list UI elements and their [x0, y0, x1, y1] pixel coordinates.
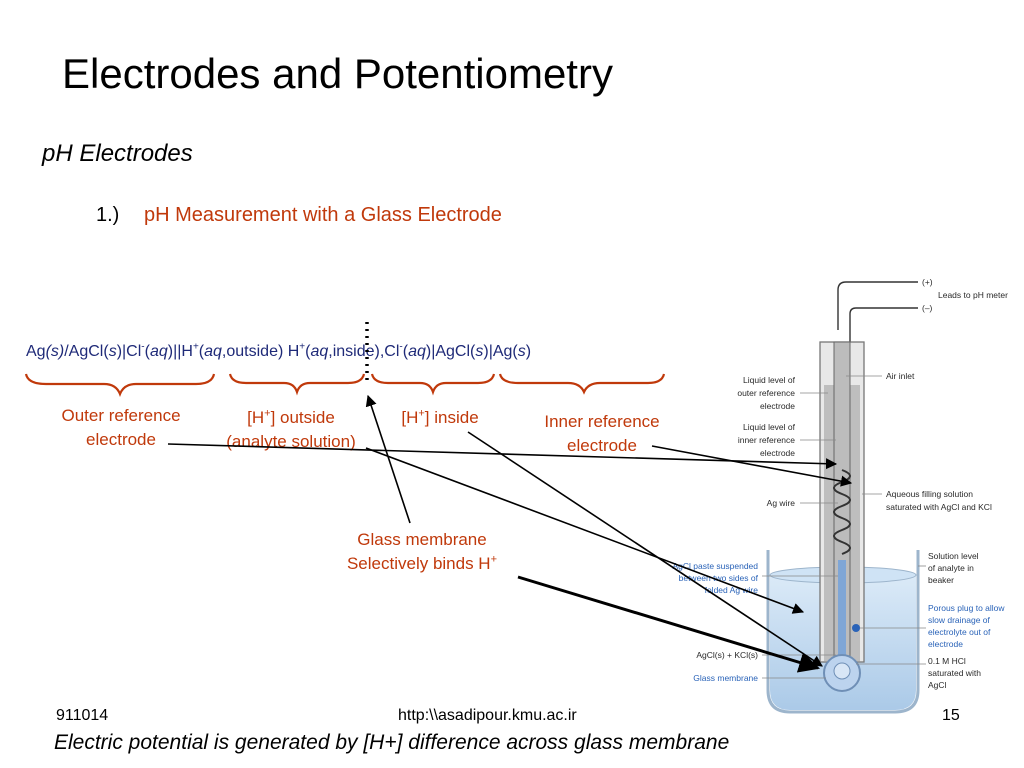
notation-part: /AgCl( [64, 343, 109, 360]
arrow-glass-up [365, 394, 411, 524]
h-inside-sup: + [418, 407, 425, 420]
liq-inner-1: Liquid level of [743, 422, 796, 432]
inner-ref-line1: Inner reference [544, 412, 660, 431]
page-number: 15 [942, 707, 960, 724]
sol-level-1: Solution level [928, 551, 979, 561]
inner-reference-label: Inner reference electrode [522, 410, 682, 458]
paste-3: folded Ag wire [705, 585, 759, 595]
notation-part: ( [144, 343, 150, 360]
notation-part: ( [402, 343, 409, 360]
notation-part: + [299, 341, 306, 353]
glass-electrode-diagram: (+) Leads to pH meter (–) Air inlet Liqu… [672, 277, 1008, 714]
h-outside-line: [H+] outside [206, 406, 376, 430]
notation-part: )|Ag( [483, 343, 518, 360]
glass-line1: Glass membrane [357, 530, 487, 549]
notation-part: (s) [45, 343, 65, 360]
notation-part: ) [525, 343, 532, 360]
minus-label: (–) [922, 303, 933, 313]
notation-part: aq [204, 343, 222, 360]
bracket-group [24, 373, 666, 397]
slide-title: Electrodes and Potentiometry [62, 50, 613, 97]
hcl-3: AgCl [928, 680, 947, 690]
footer-left: 911014 [56, 707, 109, 724]
agcl-kcl-label: AgCl(s) + KCl(s) [696, 650, 758, 660]
aqueous-1: Aqueous filling solution [886, 489, 973, 499]
liq-outer-3: electrode [760, 401, 795, 411]
notation-part: - [141, 341, 145, 353]
arrow-glass-membrane [517, 575, 821, 673]
notation-part: Ag [26, 343, 46, 360]
notation-part: aq [310, 343, 329, 360]
notation-part: ( [305, 343, 311, 360]
bracket-h-inside [370, 373, 496, 396]
outer-ref-line2: electrode [86, 430, 156, 449]
leads-label: Leads to pH meter [938, 290, 1008, 300]
liq-inner-3: electrode [760, 448, 795, 458]
hcl-2: saturated with [928, 668, 981, 678]
ag-wire-label: Ag wire [767, 498, 796, 508]
notation-part: s [108, 343, 117, 360]
h-inside-pre: [H [401, 408, 419, 427]
item-number: 1.) [96, 204, 120, 226]
bracket-inner-ref [498, 373, 666, 395]
bracket-h-outside [228, 373, 366, 396]
notation-part: s [517, 343, 526, 360]
notation-part: aq [408, 343, 426, 360]
porous-3: electrolyte out of [928, 627, 991, 637]
paste-1: AgCl paste suspended [672, 561, 758, 571]
sol-level-2: of analyte in [928, 563, 974, 573]
notation-part: )|AgCl( [425, 343, 476, 360]
item-text: pH Measurement with a Glass Electrode [144, 204, 502, 226]
notation-part: s [475, 343, 484, 360]
h-inside-post: ] inside [424, 408, 479, 427]
notation-part: ,outside) H [221, 343, 300, 360]
glass-membrane-diag-label: Glass membrane [693, 673, 758, 683]
notation-part: aq [149, 343, 168, 360]
arrow-h-inside [467, 431, 823, 667]
inner-ref-line2: electrode [567, 436, 637, 455]
h-outside-pre: [H [247, 408, 265, 427]
glass-line2: Selectively binds H+ [322, 552, 522, 576]
h-outside-sup: + [264, 407, 271, 420]
notation-part: )||H [167, 343, 193, 360]
cell-notation: Ag(s)/AgCl(s)|Cl-(aq)||H+(aq,outside) H+… [26, 341, 532, 361]
arrow-h-outside [365, 447, 805, 614]
glass-line2-pre: Selectively binds H [346, 554, 491, 573]
bottom-statement: Electric potential is generated by [H+] … [54, 731, 730, 754]
arrow-group [167, 394, 853, 673]
notation-part: - [399, 341, 403, 353]
outer-reference-label: Outer reference electrode [46, 404, 196, 452]
notation-part: )|Cl [116, 343, 142, 360]
h-outside-post: ] outside [270, 408, 335, 427]
notation-part: ( [198, 343, 205, 360]
sol-level-3: beaker [928, 575, 954, 585]
bracket-outer-ref [24, 373, 216, 397]
outer-ref-line1: Outer reference [61, 406, 181, 425]
aqueous-2: saturated with AgCl and KCl [886, 502, 992, 512]
air-inlet-label: Air inlet [886, 371, 915, 381]
arrow-inner-ref [651, 445, 853, 487]
glass-line2-sup: + [490, 553, 498, 566]
h-inside-label: [H+] inside [380, 406, 500, 430]
hcl-1: 0.1 M HCl [928, 656, 966, 666]
porous-2: slow drainage of [928, 615, 991, 625]
glass-membrane-label: Glass membrane Selectively binds H+ [322, 528, 522, 576]
paste-2: between two sides of [679, 573, 759, 583]
porous-1: Porous plug to allow [928, 603, 1005, 613]
h-inside-line: [H+] inside [380, 406, 500, 430]
liq-inner-2: inner reference [738, 435, 795, 445]
notation-part: + [192, 341, 199, 353]
footer-url: http:\\asadipour.kmu.ac.ir [398, 707, 577, 724]
plus-label: (+) [922, 277, 933, 287]
liq-outer-1: Liquid level of [743, 375, 796, 385]
slide-subtitle: pH Electrodes [42, 140, 193, 167]
porous-4: electrode [928, 639, 963, 649]
notation-part: ,inside),Cl [328, 343, 400, 360]
liq-outer-2: outer reference [737, 388, 795, 398]
